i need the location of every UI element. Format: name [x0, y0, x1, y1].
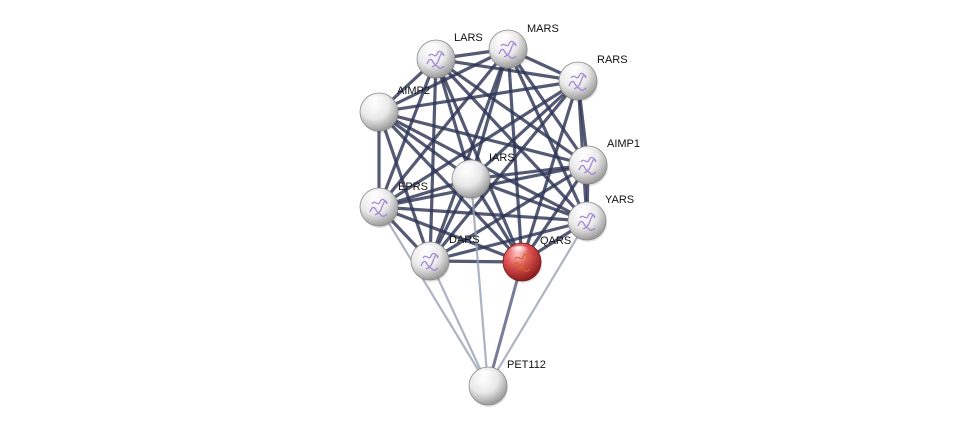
node-highlight	[366, 96, 388, 108]
node-rars[interactable]: RARS	[558, 54, 628, 102]
edge-pet112-iars[interactable]	[469, 177, 490, 388]
node-aimp2[interactable]: AIMP2	[359, 85, 430, 133]
node-highlight	[417, 245, 439, 257]
node-highlight	[458, 163, 480, 175]
node-label-lars: LARS	[454, 32, 483, 44]
node-label-dars: DARS	[449, 234, 480, 246]
node-label-aimp2: AIMP2	[397, 85, 430, 97]
edge-mars-iars[interactable]	[469, 47, 510, 181]
node-highlight	[574, 205, 596, 217]
node-highlight	[475, 370, 497, 382]
edge-yars-dars[interactable]	[428, 219, 589, 263]
edge-lars-qars[interactable]	[434, 57, 524, 264]
edge-layer	[377, 47, 590, 388]
edge-pet112-dars[interactable]	[428, 259, 490, 388]
node-iars[interactable]: IARS	[451, 152, 515, 200]
edge-rars-eprs[interactable]	[377, 79, 580, 209]
edge-pet112-yars[interactable]	[486, 219, 589, 388]
node-label-iars: IARS	[489, 152, 515, 164]
edge-rars-dars[interactable]	[428, 79, 580, 263]
node-highlight	[575, 149, 597, 161]
node-mars[interactable]: MARS	[488, 23, 559, 70]
edge-aimp1-dars[interactable]	[428, 163, 590, 263]
node-highlight	[423, 43, 445, 55]
edge-aimp1-qars[interactable]	[520, 163, 590, 264]
node-qars[interactable]: QARS	[502, 235, 571, 283]
edge-aimp2-qars[interactable]	[377, 110, 524, 264]
node-highlight	[495, 33, 517, 45]
node-label-rars: RARS	[597, 54, 628, 66]
node-label-qars: QARS	[540, 235, 571, 247]
edge-lars-rars[interactable]	[434, 57, 580, 83]
node-label-yars: YARS	[605, 194, 634, 206]
edge-eprs-yars[interactable]	[377, 205, 589, 223]
node-label-mars: MARS	[527, 23, 559, 35]
node-highlight	[509, 246, 531, 258]
edge-rars-aimp2[interactable]	[377, 79, 580, 114]
node-label-eprs: EPRS	[398, 181, 428, 193]
node-label-aimp1: AIMP1	[607, 138, 640, 150]
node-pet112[interactable]: PET112	[468, 359, 546, 407]
edge-mars-dars[interactable]	[428, 47, 510, 263]
edge-aimp2-aimp1[interactable]	[377, 110, 590, 167]
node-highlight	[565, 65, 587, 77]
edge-pet112-qars[interactable]	[486, 260, 524, 388]
edge-eprs-qars[interactable]	[377, 205, 524, 264]
node-label-pet112: PET112	[507, 359, 546, 371]
node-highlight	[366, 191, 388, 203]
node-yars[interactable]: YARS	[567, 194, 634, 242]
edge-mars-aimp2[interactable]	[377, 47, 510, 114]
edge-pet112-eprs[interactable]	[377, 205, 490, 388]
node-lars[interactable]: LARS	[416, 32, 483, 80]
edge-lars-iars[interactable]	[434, 57, 473, 181]
edge-rars-iars[interactable]	[469, 79, 580, 181]
edge-aimp2-dars[interactable]	[377, 110, 432, 263]
edge-lars-dars[interactable]	[428, 57, 438, 263]
node-aimp1[interactable]: AIMP1	[568, 138, 640, 186]
node-eprs[interactable]: EPRS	[359, 181, 428, 228]
edge-mars-yars[interactable]	[506, 47, 589, 223]
node-dars[interactable]: DARS	[410, 234, 480, 282]
